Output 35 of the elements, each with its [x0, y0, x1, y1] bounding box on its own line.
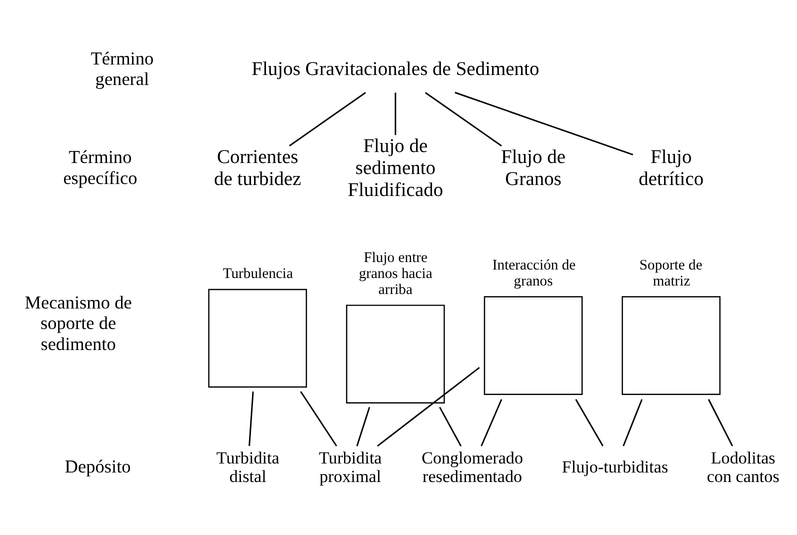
- connector: [376, 366, 480, 447]
- label: Mecanismo de soporte de sedimento: [24, 292, 132, 354]
- node-text: Flujo de sedimento Fluidificado: [348, 136, 444, 201]
- node-box: [208, 288, 307, 388]
- connector: [300, 391, 338, 446]
- node-box: [622, 296, 721, 395]
- node-label: Interacción de granos: [492, 257, 576, 290]
- node-box: [346, 304, 445, 404]
- node-box: [484, 296, 583, 395]
- label: Término específico: [63, 147, 138, 188]
- connector: [575, 399, 604, 446]
- node-label: Turbulencia: [222, 266, 293, 282]
- node-text: Flujos Gravitacionales de Sedimento: [252, 59, 540, 80]
- connector: [622, 399, 643, 446]
- node-text: Turbidita proximal: [318, 448, 382, 486]
- node-text: Flujo-turbiditas: [562, 458, 668, 477]
- node-label: Flujo entre granos hacia arriba: [358, 250, 432, 298]
- node-text: Corrientes de turbidez: [214, 146, 302, 190]
- connector: [480, 399, 502, 446]
- label: Término general: [90, 48, 154, 90]
- connector: [248, 392, 254, 446]
- connector: [394, 92, 396, 136]
- connector: [454, 92, 634, 156]
- node-label: Soporte de matriz: [639, 257, 702, 290]
- connector: [288, 92, 366, 146]
- node-text: Conglomerado resedimentado: [422, 448, 524, 486]
- node-text: Turbidita distal: [216, 448, 280, 486]
- connector: [424, 92, 502, 146]
- node-text: Flujo detrítico: [638, 146, 704, 190]
- connector: [708, 399, 734, 446]
- node-text: Lodolitas con cantos: [706, 448, 780, 486]
- connector: [356, 406, 370, 446]
- label: Depósito: [64, 456, 131, 476]
- node-text: Flujo de Granos: [501, 146, 566, 190]
- connector: [439, 406, 462, 447]
